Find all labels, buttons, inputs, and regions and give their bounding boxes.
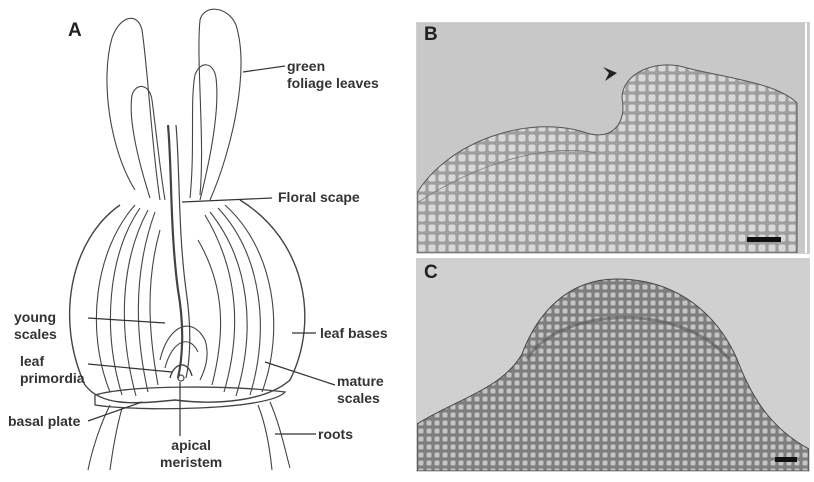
panel-c-letter: C: [424, 262, 438, 284]
label-leaf-primordia: leaf primordia: [20, 353, 85, 387]
root-right: [258, 405, 272, 470]
label-young-scales-line1: young: [14, 309, 57, 326]
foliage-leaf-right-inner: [190, 65, 217, 200]
floral-scape: [168, 125, 182, 378]
panel-a-letter: A: [68, 20, 82, 42]
label-roots: roots: [318, 426, 353, 443]
label-leaf-bases: leaf bases: [320, 325, 388, 342]
label-leaf-primordia-line1: leaf: [20, 353, 85, 370]
label-green-foliage-line2: foliage leaves: [287, 75, 379, 92]
micrograph-b: [416, 22, 810, 254]
scale-bar-c: [775, 457, 797, 462]
label-mature-scales: mature scales: [337, 373, 384, 407]
label-apical-meristem-line1: apical: [160, 437, 222, 454]
label-green-foliage-leaves: green foliage leaves: [287, 58, 379, 92]
label-young-scales-line2: scales: [14, 326, 57, 343]
micrograph-c: [416, 258, 810, 472]
foliage-leaf-left-inner: [131, 86, 165, 200]
panel-b-letter: B: [424, 24, 438, 46]
basal-plate: [95, 387, 285, 409]
label-apical-meristem: apical meristem: [160, 437, 222, 471]
label-young-scales: young scales: [14, 309, 57, 343]
foliage-leaf-right: [199, 9, 241, 200]
label-mature-scales-line1: mature: [337, 373, 384, 390]
scale-bar-b: [747, 237, 781, 242]
label-leaf-primordia-line2: primordia: [20, 370, 85, 387]
micrograph-c-tissue: [417, 259, 809, 471]
label-basal-plate: basal plate: [8, 413, 80, 430]
label-floral-scape: Floral scape: [278, 189, 360, 206]
label-green-foliage-line1: green: [287, 58, 379, 75]
micrograph-b-tissue: [417, 23, 809, 253]
label-apical-meristem-line2: meristem: [160, 454, 222, 471]
foliage-leaf-left: [107, 18, 160, 200]
label-mature-scales-line2: scales: [337, 390, 384, 407]
